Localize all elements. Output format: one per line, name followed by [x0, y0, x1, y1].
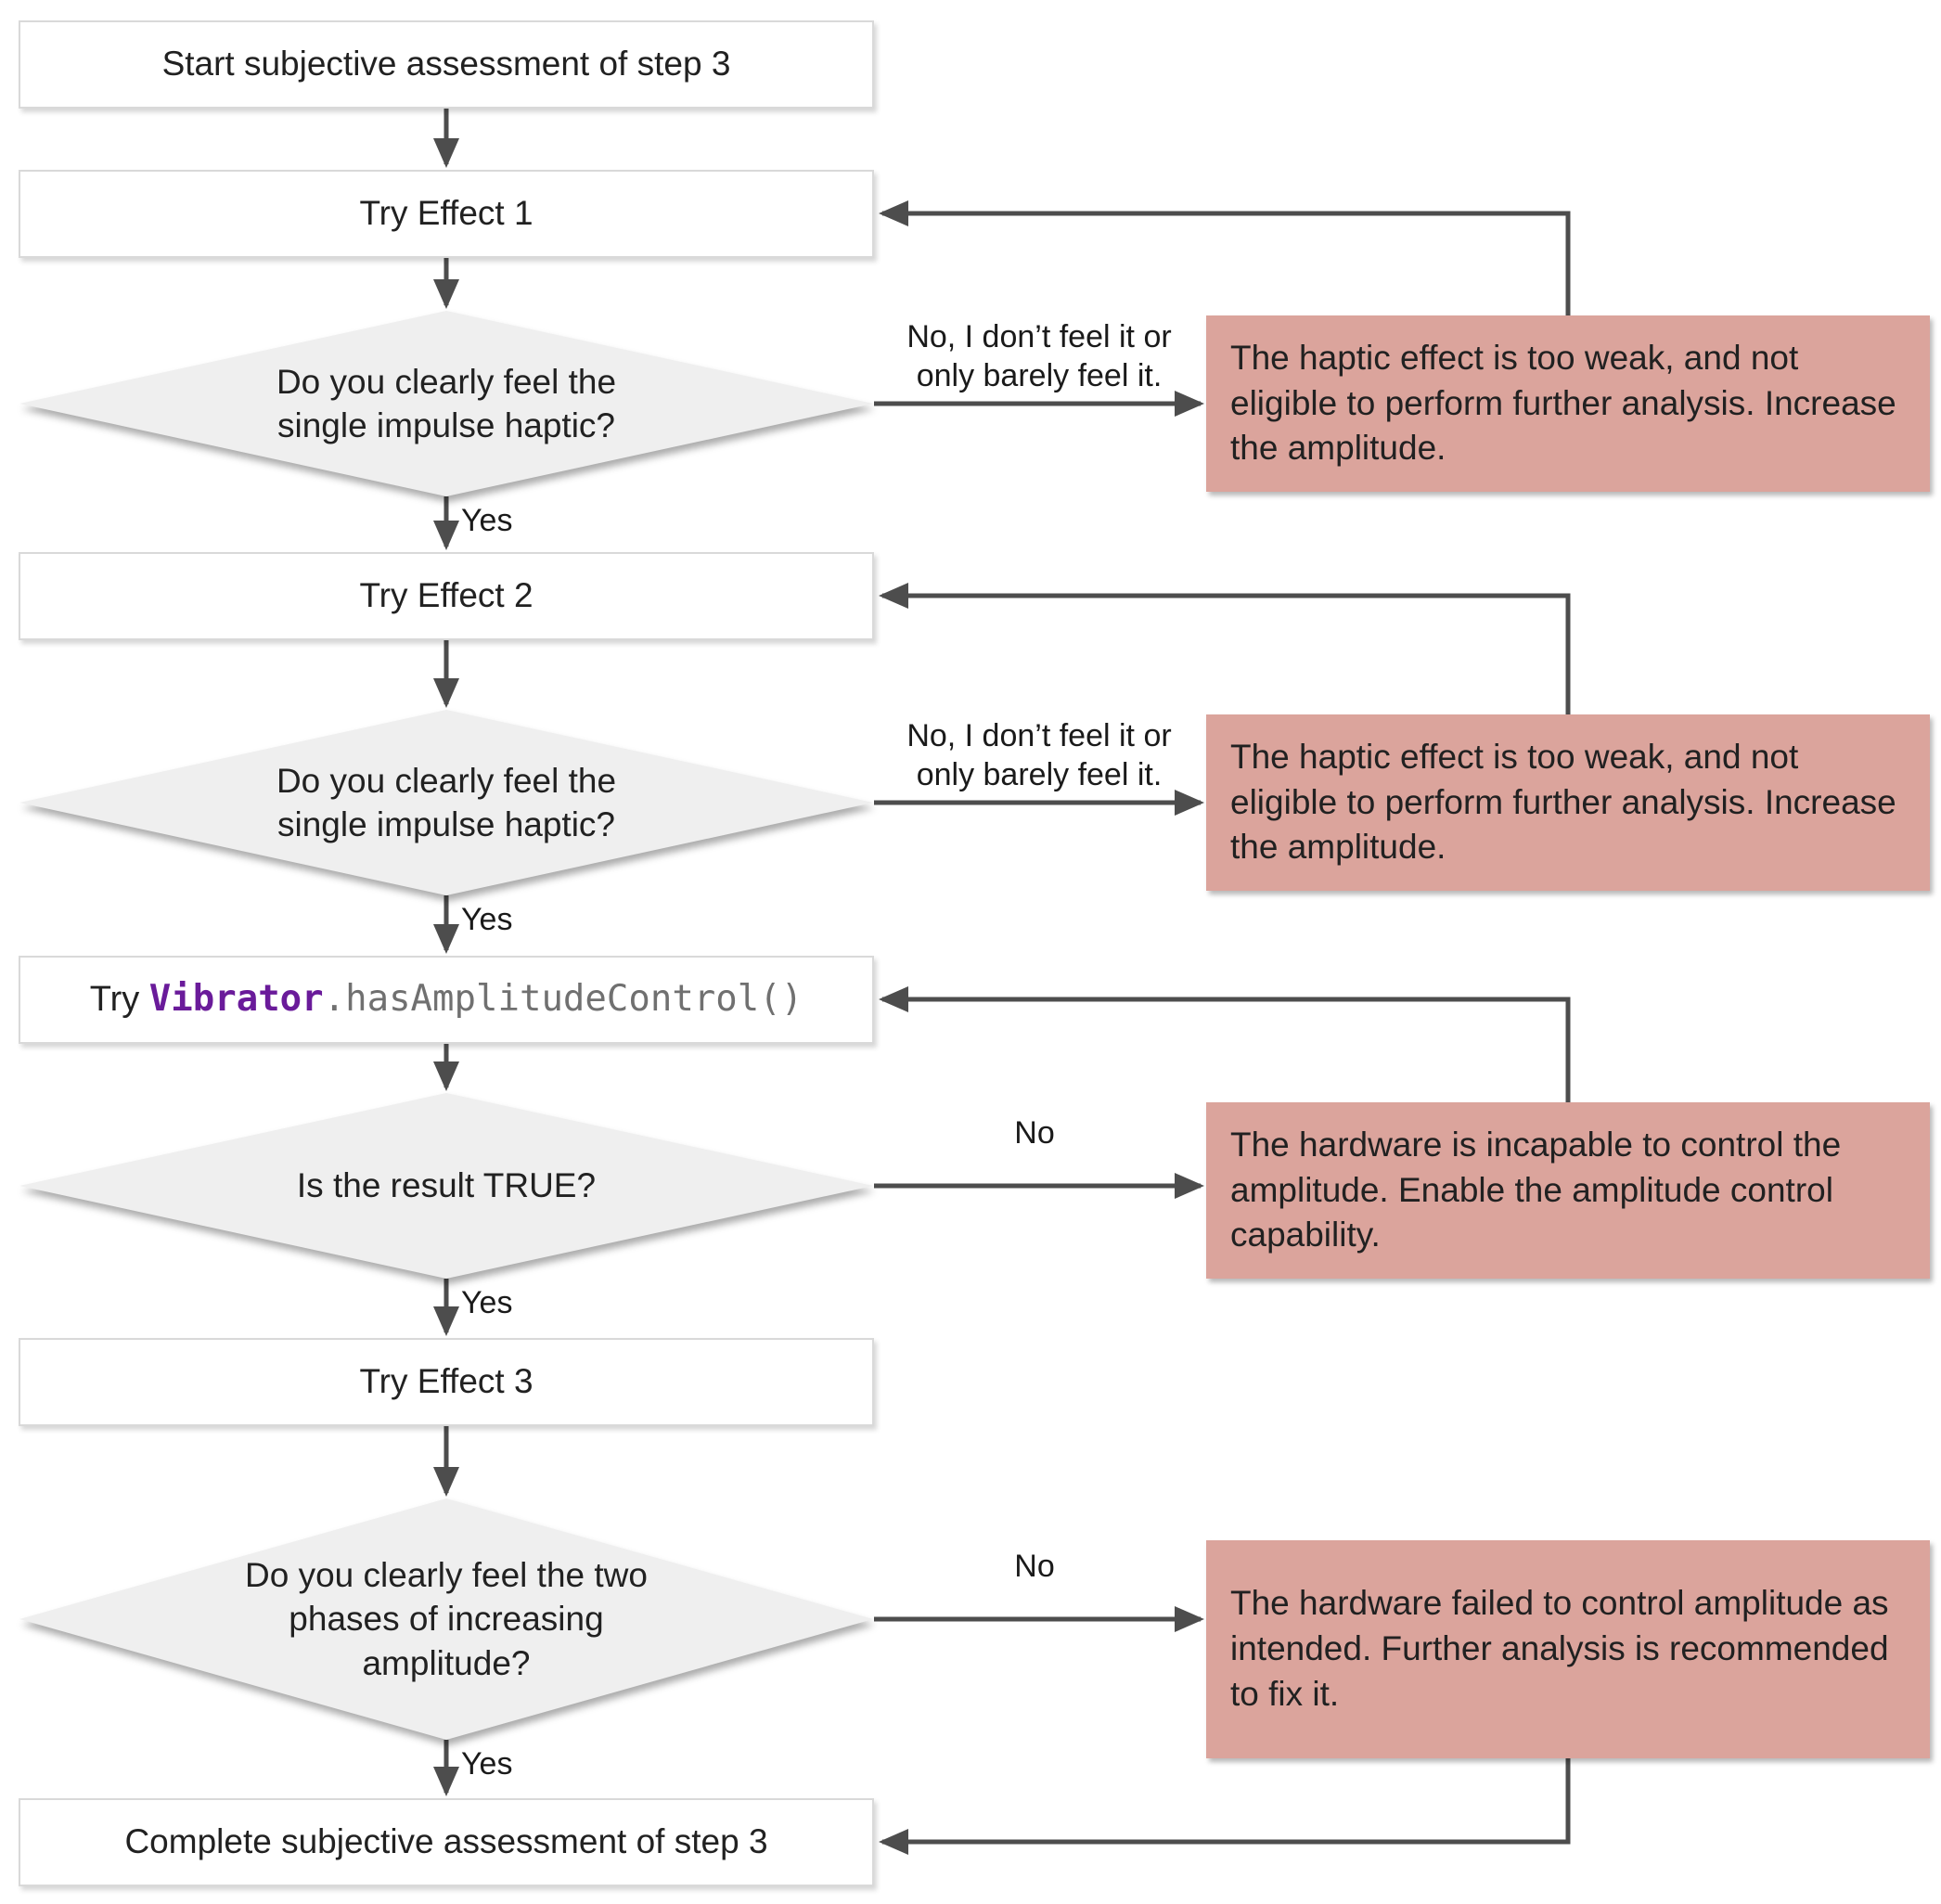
decision-4-line-3: amplitude? [362, 1643, 531, 1682]
try-effect-3-label: Try Effect 3 [359, 1362, 533, 1401]
code-try-prefix: Try [89, 979, 149, 1019]
alert-too-weak-1: The haptic effect is too weak, and not e… [1206, 315, 1930, 492]
edge-label-yes-3: Yes [461, 1285, 513, 1320]
edge-label-no-feel-1: No, I don’t feel it or only barely feel … [906, 319, 1172, 394]
code-class-name: Vibrator [148, 978, 324, 1021]
try-effect-2-label: Try Effect 2 [359, 576, 533, 615]
alert-failed: The hardware failed to control amplitude… [1206, 1540, 1930, 1758]
alert-too-weak-2: The haptic effect is too weak, and not e… [1206, 714, 1930, 891]
decision-2-line-1: Do you clearly feel the [276, 761, 617, 800]
decision-3-label: Is the result TRUE? [296, 1166, 597, 1205]
edge-label-no-feel-2: No, I don’t feel it or only barely feel … [906, 718, 1172, 793]
edge-label-yes-4: Yes [461, 1746, 513, 1782]
decision-result-true: Is the result TRUE? [19, 1093, 873, 1279]
decision-4-line-1: Do you clearly feel the two [245, 1555, 648, 1594]
decision-2-line-2: single impulse haptic? [276, 805, 616, 843]
edge-label-yes-1: Yes [461, 503, 513, 538]
edge-alert1-loop-to-try1 [879, 200, 1571, 315]
code-step-node: Try Vibrator .hasAmplitudeControl() [19, 956, 874, 1044]
edge-label-yes-2: Yes [461, 902, 513, 937]
alert-too-weak-1-text: The haptic effect is too weak, and not e… [1230, 338, 1896, 468]
decision-two-phases: Do you clearly feel the two phases of in… [19, 1499, 873, 1740]
try-effect-1-label: Try Effect 1 [359, 194, 533, 233]
alert-too-weak-2-text: The haptic effect is too weak, and not e… [1230, 737, 1896, 867]
edge-alert2-loop-to-try2 [879, 583, 1571, 714]
alert-failed-text: The hardware failed to control amplitude… [1230, 1584, 1889, 1713]
edge-alert3-loop-to-code [879, 986, 1571, 1102]
decision-single-impulse-1: Do you clearly feel the single impulse h… [19, 311, 873, 496]
decision-4-line-2: phases of increasing [289, 1600, 604, 1639]
try-effect-1-node: Try Effect 1 [19, 170, 874, 258]
alert-incapable-text: The hardware is incapable to control the… [1230, 1125, 1842, 1254]
start-label: Start subjective assessment of step 3 [161, 45, 731, 84]
try-effect-2-node: Try Effect 2 [19, 552, 874, 640]
decision-1-line-1: Do you clearly feel the [276, 362, 617, 401]
decision-1-line-2: single impulse haptic? [276, 406, 616, 444]
complete-label: Complete subjective assessment of step 3 [124, 1822, 768, 1861]
edge-label-no-4: No [1014, 1549, 1055, 1584]
code-method-name: .hasAmplitudeControl() [323, 978, 803, 1021]
complete-node: Complete subjective assessment of step 3 [19, 1798, 874, 1886]
try-effect-3-node: Try Effect 3 [19, 1338, 874, 1426]
edge-alert4-loop-to-complete [879, 1758, 1571, 1855]
start-node: Start subjective assessment of step 3 [19, 20, 874, 109]
edge-label-no-3: No [1014, 1115, 1055, 1151]
alert-incapable: The hardware is incapable to control the… [1206, 1102, 1930, 1279]
decision-single-impulse-2: Do you clearly feel the single impulse h… [19, 710, 873, 895]
